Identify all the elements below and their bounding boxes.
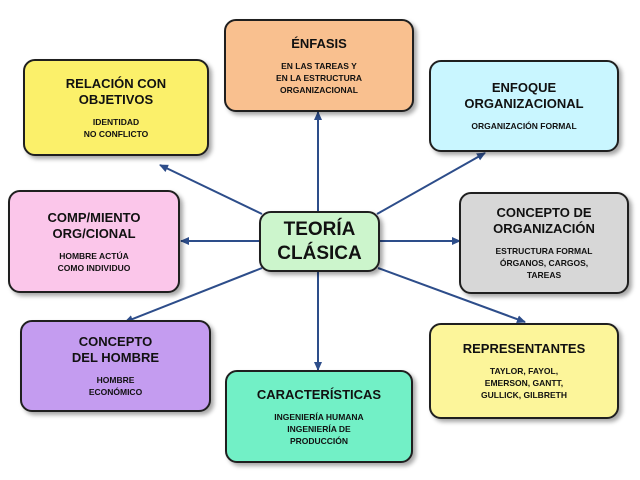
node-comportamiento-title: COMP/MIENTO ORG/CIONAL — [47, 209, 141, 241]
node-enfasis-title: ÉNFASIS — [291, 35, 347, 51]
node-comportamiento: COMP/MIENTO ORG/CIONAL HOMBRE ACTÚA COMO… — [8, 190, 180, 293]
node-representantes-title: REPRESENTANTES — [462, 341, 586, 356]
node-enfasis-body: EN LAS TAREAS Y EN LA ESTRUCTURA ORGANIZ… — [275, 60, 363, 95]
node-concepto-org-title: CONCEPTO DE ORGANIZACIÓN — [493, 205, 595, 236]
node-enfoque: ENFOQUE ORGANIZACIONAL ORGANIZACIÓN FORM… — [429, 60, 619, 152]
node-center: TEORÍA CLÁSICA — [259, 211, 380, 272]
arrow-to-enfoque — [376, 152, 486, 215]
node-enfasis: ÉNFASIS EN LAS TAREAS Y EN LA ESTRUCTURA… — [224, 19, 414, 112]
node-relacion-title: RELACIÓN CON OBJETIVOS — [65, 75, 167, 107]
node-enfoque-body: ORGANIZACIÓN FORMAL — [471, 121, 577, 131]
node-caracteristicas-title: CARACTERÍSTICAS — [256, 386, 382, 402]
arrow-to-concepto-hombre — [124, 267, 263, 323]
center-title: TEORÍA CLÁSICA — [277, 218, 362, 264]
node-relacion-body: IDENTIDAD NO CONFLICTO — [83, 116, 149, 139]
node-representantes-body: TAYLOR, FAYOL, EMERSON, GANTT, GULLICK, … — [481, 366, 567, 400]
node-caracteristicas: CARACTERÍSTICAS INGENIERÍA HUMANA INGENI… — [225, 370, 413, 463]
arrow-to-relacion — [159, 164, 263, 215]
node-comportamiento-body: HOMBRE ACTÚA COMO INDIVIDUO — [57, 250, 131, 273]
arrow-to-representantes — [377, 267, 526, 323]
node-relacion: RELACIÓN CON OBJETIVOS IDENTIDAD NO CONF… — [23, 59, 209, 156]
node-concepto-hombre-body: HOMBRE ECONÓMICO — [88, 375, 143, 397]
node-representantes: REPRESENTANTES TAYLOR, FAYOL, EMERSON, G… — [429, 323, 619, 419]
node-concepto-org-body: ESTRUCTURA FORMAL ÓRGANOS, CARGOS, TAREA… — [495, 246, 593, 280]
node-enfoque-title: ENFOQUE ORGANIZACIONAL — [464, 80, 584, 111]
node-concepto-hombre: CONCEPTO DEL HOMBRE HOMBRE ECONÓMICO — [20, 320, 211, 412]
node-concepto-org: CONCEPTO DE ORGANIZACIÓN ESTRUCTURA FORM… — [459, 192, 629, 294]
node-caracteristicas-body: INGENIERÍA HUMANA INGENIERÍA DE PRODUCCI… — [274, 411, 364, 446]
node-concepto-hombre-title: CONCEPTO DEL HOMBRE — [71, 334, 160, 365]
